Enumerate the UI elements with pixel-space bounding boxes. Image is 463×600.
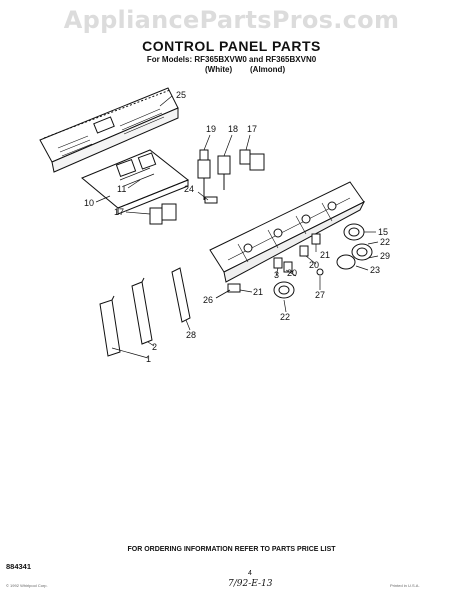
callout-15: 15 (378, 227, 388, 237)
callout-20-right: 20 (309, 260, 319, 270)
fine-print-left: © 1992 Whirlpool Corp. (6, 583, 48, 588)
fine-print-right: Printed in U.S.A. (390, 583, 420, 588)
callout-28: 28 (186, 330, 196, 340)
switch-block-left (149, 196, 218, 225)
callout-11: 11 (117, 184, 126, 194)
models-line: For Models: RF365BXVW0 and RF365BXVN0 (146, 55, 317, 64)
callout-labels: 25 19 18 17 11 24 10 17 15 22 21 29 20 3… (84, 90, 390, 364)
callout-17-top: 17 (247, 124, 257, 134)
callout-25: 25 (176, 90, 186, 100)
callout-10: 10 (84, 198, 94, 208)
callout-2: 2 (152, 342, 157, 352)
callout-26: 26 (203, 295, 213, 305)
callout-24: 24 (184, 184, 194, 194)
callout-21-right: 21 (320, 250, 330, 260)
page-number: 4 (248, 570, 252, 577)
variant-almond: (Almond) (250, 65, 286, 74)
ordering-note: FOR ORDERING INFORMATION REFER TO PARTS … (127, 546, 336, 553)
panel-ventilation-slots (57, 108, 165, 157)
rear-panel (39, 87, 179, 173)
small-hardware (215, 233, 324, 299)
callout-29: 29 (380, 251, 390, 261)
handwritten-date: 7/92-E-13 (228, 579, 273, 589)
page-title: CONTROL PANEL PARTS (142, 38, 321, 54)
leader-lines (95, 95, 379, 359)
variant-white: (White) (205, 65, 233, 74)
callout-27: 27 (315, 290, 325, 300)
callout-22-bottom: 22 (280, 312, 290, 322)
side-brackets (99, 267, 191, 357)
watermark: AppliancePartsPros.com (63, 6, 400, 34)
callout-3: 3 (274, 270, 279, 280)
callout-17-left: 17 (114, 207, 124, 217)
callout-23: 23 (370, 265, 380, 275)
callout-21-left: 21 (253, 287, 263, 297)
callout-19: 19 (206, 124, 216, 134)
top-switches (197, 149, 265, 200)
callout-20-left: 20 (287, 268, 297, 278)
callout-18: 18 (228, 124, 238, 134)
control-panel-front (209, 181, 366, 283)
callout-1: 1 (146, 354, 151, 364)
control-knobs (273, 223, 373, 299)
document-number: 884341 (6, 562, 32, 571)
callout-22-right: 22 (380, 237, 390, 247)
